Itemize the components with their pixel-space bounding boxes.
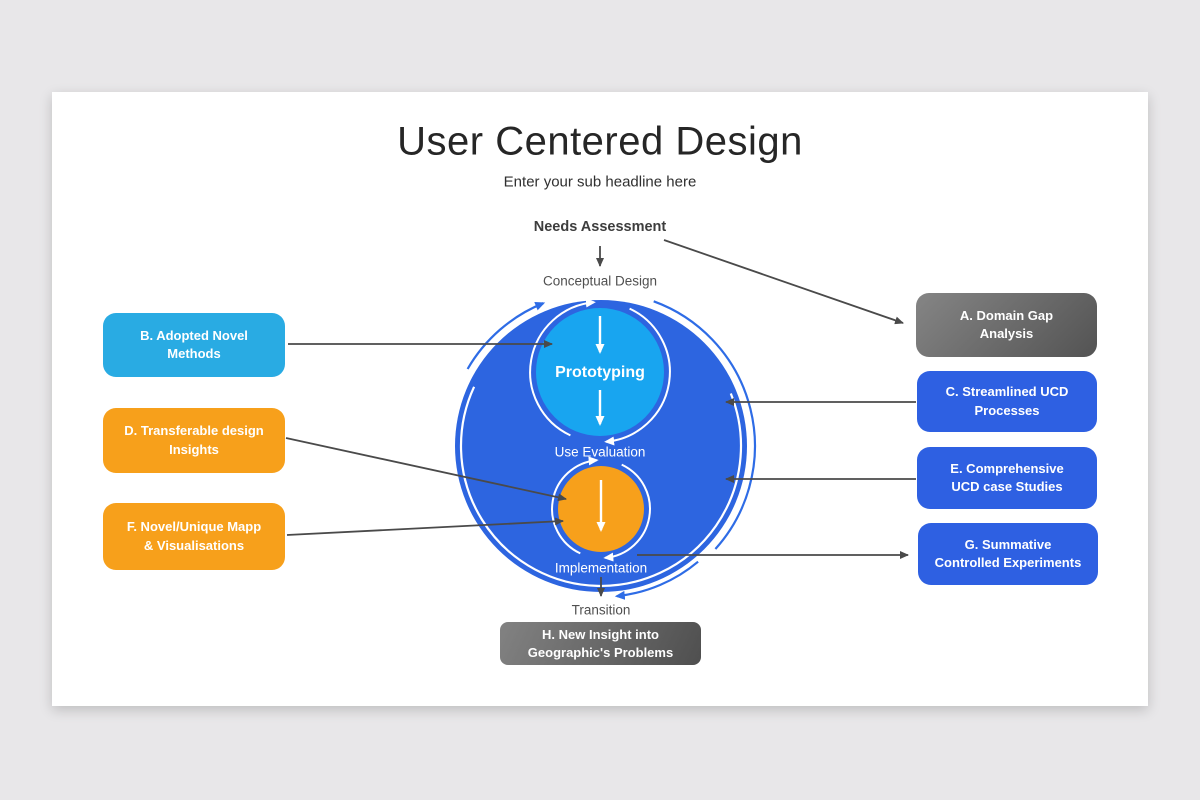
box-label-line: B. Adopted Novel [140, 327, 248, 343]
box-label-line: F. Novel/Unique Mapp [126, 519, 262, 535]
box-d-transferable-design-insights[interactable]: D. Transferable design Insights [103, 408, 285, 473]
box-c-streamlined-ucd-processes[interactable]: C. Streamlined UCD Processes [917, 371, 1097, 432]
label-prototyping: Prototyping [555, 364, 645, 381]
box-label-line: C. Streamlined UCD [945, 384, 1069, 400]
box-a-domain-gap-analysis[interactable]: A. Domain Gap Analysis [916, 293, 1097, 357]
box-label-line: Methods [167, 346, 221, 361]
box-label-line: H. New Insight into [542, 626, 659, 642]
box-label-line: A. Domain Gap [959, 307, 1054, 323]
box-label-line: & Visualisations [143, 537, 245, 553]
box-h-new-insight-geographics-problems[interactable]: H. New Insight into Geographic's Problem… [500, 622, 701, 665]
page-subtitle: Enter your sub headline here [503, 173, 697, 191]
box-label-line: UCD case Studies [951, 479, 1063, 494]
box-label-line: G. Summative [964, 536, 1052, 552]
label-implementation: Implementation [554, 560, 648, 576]
box-e-comprehensive-ucd-case-studies[interactable]: E. Comprehensive UCD case Studies [917, 447, 1097, 509]
box-label-line: Insights [169, 441, 219, 457]
box-b-adopted-novel-methods[interactable]: B. Adopted Novel Methods [103, 313, 285, 377]
box-label-line: D. Transferable design [124, 423, 264, 439]
box-label-line: Controlled Experiments [934, 555, 1082, 570]
label-transition: Transition [571, 602, 631, 618]
box-label-line: Processes [974, 402, 1040, 418]
label-needs-assessment: Needs Assessment [533, 219, 667, 235]
box-f-novel-unique-mapp-visualisations[interactable]: F. Novel/Unique Mapp & Visualisations [103, 503, 285, 570]
page-title: User Centered Design [397, 119, 803, 164]
box-g-summative-controlled-experiments[interactable]: G. Summative Controlled Experiments [918, 523, 1098, 585]
box-label-line: Analysis [979, 326, 1034, 341]
label-use-evaluation: Use Evaluation [554, 444, 646, 460]
label-conceptual-design: Conceptual Design [542, 273, 658, 289]
box-label-line: Geographic's Problems [527, 644, 674, 660]
box-label-line: E. Comprehensive [950, 460, 1064, 476]
